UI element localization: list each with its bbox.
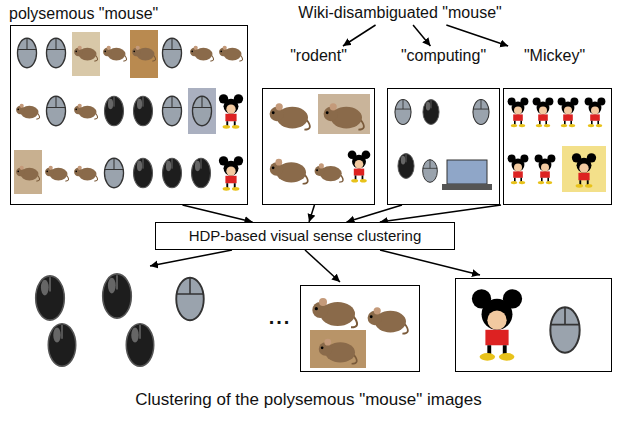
sense-image-box: "rodent" [257, 46, 380, 205]
flow-arrow [413, 25, 430, 46]
figure-caption: Clustering of the polysemous "mouse" ima… [0, 390, 617, 410]
heading-text: Wiki-disambiguated "mouse" [270, 3, 530, 22]
image-set-box: polysemous "mouse" [3, 4, 257, 205]
source-label: Wiki-disambiguated "mouse" [270, 3, 530, 25]
heading-text: "Mickey" [495, 46, 614, 65]
process-box: HDP-based visual sense clustering [155, 222, 455, 250]
ellipsis-label: ... [262, 306, 298, 329]
heading-text: "rodent" [257, 46, 380, 65]
flow-arrow [343, 25, 376, 46]
sense-image-box: "Mickey" [495, 46, 614, 205]
flow-arrow [183, 205, 253, 222]
sense-image-box: "computing" [382, 46, 505, 205]
flow-arrow [380, 205, 501, 222]
flow-arrow [309, 205, 314, 222]
heading-text: polysemous "mouse" [3, 4, 257, 23]
flow-arrow [446, 25, 508, 46]
heading-text: "computing" [382, 46, 505, 65]
box-text: HDP-based visual sense clustering [189, 227, 422, 244]
